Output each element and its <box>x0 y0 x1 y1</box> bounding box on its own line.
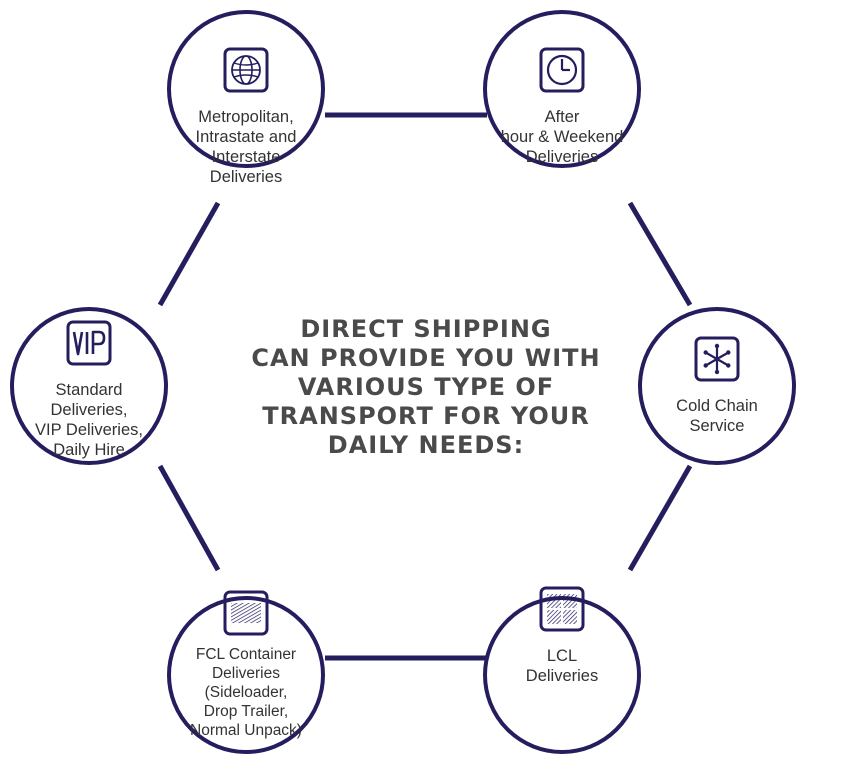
service-label: After hour & Weekend Deliveries <box>500 108 624 166</box>
globe-icon <box>223 47 269 98</box>
connector-after-cold <box>627 201 693 307</box>
service-standard-vip: Standard Deliveries, VIP Deliveries, Dai… <box>10 307 168 465</box>
diagram-title: Direct Shipping Can Provide You With Var… <box>251 315 601 459</box>
service-fcl-container: FCL Container Deliveries (Sideloader, Dr… <box>167 590 325 754</box>
service-after-hours: After hour & Weekend Deliveries <box>483 10 641 168</box>
container-icon <box>223 590 269 641</box>
clock-icon <box>539 47 585 98</box>
service-label: Cold Chain Service <box>676 397 758 435</box>
service-metropolitan: Metropolitan, Intrastate and Interstate … <box>167 10 325 186</box>
connector-cold-lcl <box>627 464 693 572</box>
service-cold-chain: Cold Chain Service <box>638 307 796 465</box>
pallet-grid-icon <box>539 586 585 637</box>
service-label: LCL Deliveries <box>525 647 599 685</box>
connector-std-metro <box>157 201 221 307</box>
vip-icon <box>66 320 112 371</box>
connector-fcl-std <box>157 464 221 572</box>
snowflake-icon <box>694 336 740 387</box>
service-label: Standard Deliveries, VIP Deliveries, Dai… <box>35 381 143 459</box>
service-lcl: LCL Deliveries <box>483 586 641 754</box>
service-label: FCL Container Deliveries (Sideloader, Dr… <box>190 646 302 739</box>
service-label: Metropolitan, Intrastate and Interstate … <box>195 108 297 186</box>
